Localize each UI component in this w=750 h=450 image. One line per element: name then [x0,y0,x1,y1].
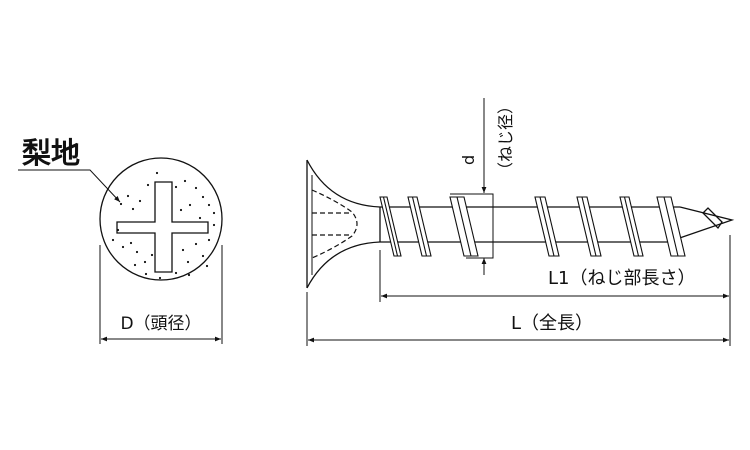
finish-dot [150,253,154,257]
finish-dot [179,208,183,212]
head-diameter-label: D（頭径） [120,314,201,334]
finish-dot [187,273,191,277]
finish-dot [205,264,209,268]
thread-flight [619,196,644,257]
finish-dot [207,238,211,242]
thread-flight [449,196,479,257]
finish-dot [212,223,216,227]
finish-dot [207,203,211,207]
finish-dot [116,228,120,232]
finish-dot [131,207,135,211]
head-top-curve [306,159,381,208]
phillips-cross-recess [116,181,209,273]
finish-label: 梨地 [22,136,80,170]
finish-dot [181,248,185,252]
finish-dot [198,216,202,220]
finish-dot [155,171,159,175]
thread-flight [576,196,602,257]
finish-dot [194,242,198,246]
thread-flight [656,196,686,257]
finish-dot [129,241,133,245]
thread-length-label: L1（ねじ部長さ） [548,268,695,289]
finish-dot [138,199,142,203]
finish-dot [144,272,148,276]
thread-flight [534,196,560,257]
thread-diameter-symbol: d [459,155,478,165]
thread-flights [379,196,686,257]
finish-dot [201,195,205,199]
point-thread [702,207,723,230]
finish-dot [111,238,115,242]
recess-hidden-lines [311,189,358,259]
finish-dot [146,183,150,187]
thread-flight [379,196,402,257]
finish-dot [194,186,198,190]
total-length-label: L（全長） [511,313,593,334]
head-top-view [99,157,223,281]
finish-dot [121,245,125,249]
finish-dot [143,260,147,264]
finish-dot [174,185,178,189]
finish-dot [183,179,187,183]
satin-finish-dots [111,171,216,280]
finish-dot [186,260,190,264]
head-bottom-curve [306,241,381,289]
head-circle [99,157,223,281]
screw-side-view [306,159,735,289]
thread-diameter-label: （ねじ径） [496,98,515,178]
screw-point [667,206,735,243]
finish-dot [174,271,178,275]
finish-dot [133,263,137,267]
finish-dot [126,194,130,198]
finish-leader-arrow [18,169,121,203]
thread-diameter-box [450,193,494,259]
finish-dot [201,254,205,258]
finish-dot [188,203,192,207]
thread-flight [407,196,432,257]
finish-dot [212,211,216,215]
finish-dot [135,250,139,254]
finish-dot [158,276,162,280]
finish-dot [119,202,123,206]
